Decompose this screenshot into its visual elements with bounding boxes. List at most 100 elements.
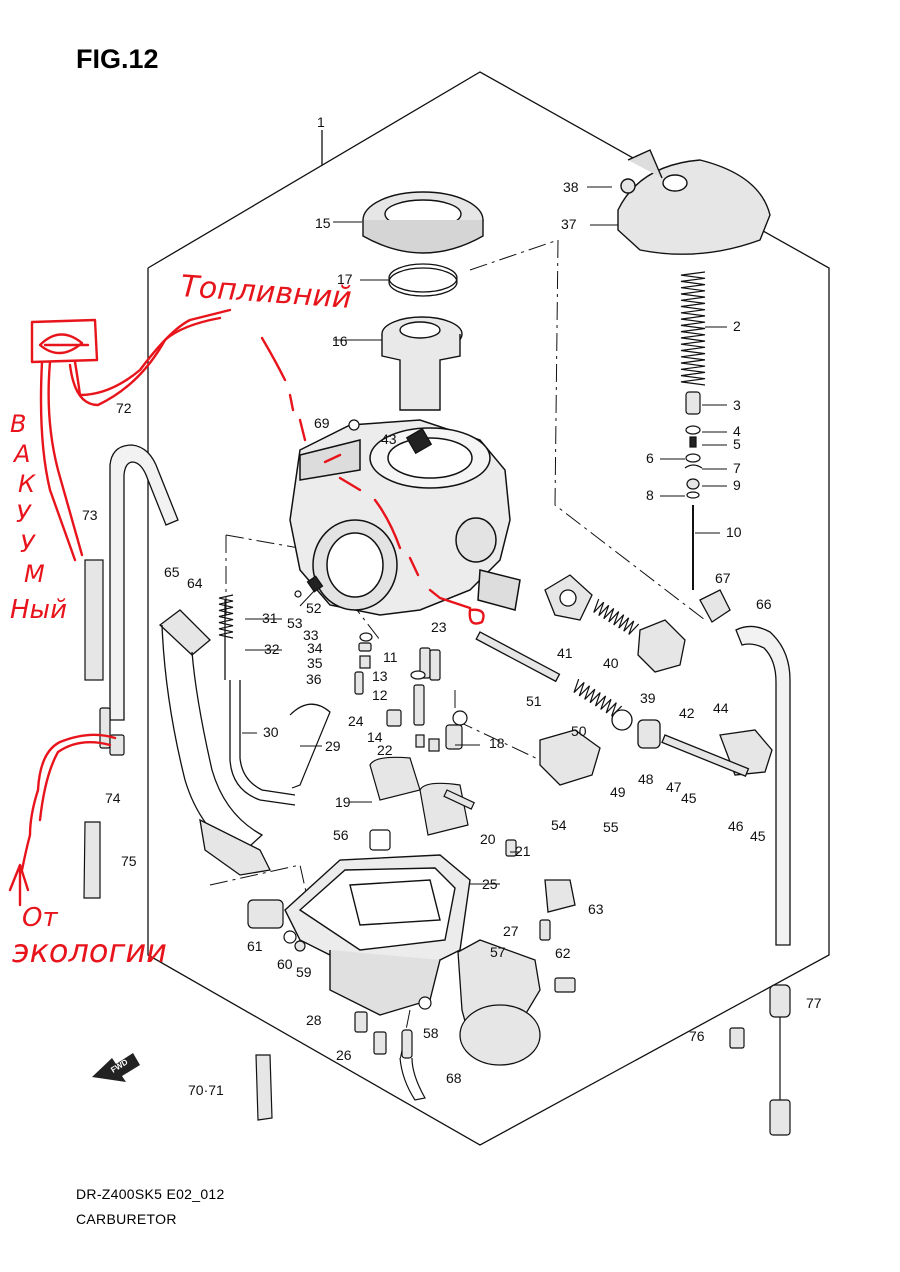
needle-spring xyxy=(680,271,706,386)
callout-15: 15 xyxy=(315,215,331,231)
callout-43: 43 xyxy=(381,431,397,447)
section-name: CARBURETOR xyxy=(76,1211,177,1227)
vacuum-letter: У xyxy=(20,530,36,558)
callout-16: 16 xyxy=(332,333,348,349)
vacuum-letter: М xyxy=(24,560,45,588)
callout-74: 74 xyxy=(105,790,121,806)
callout-39: 39 xyxy=(640,690,656,706)
callout-24: 24 xyxy=(348,713,364,729)
callout-73: 73 xyxy=(82,507,98,523)
callout-70-71: 70·71 xyxy=(188,1082,224,1098)
callout-4: 4 xyxy=(733,423,741,439)
retaining-ring xyxy=(388,263,458,297)
callout-32: 32 xyxy=(264,641,280,657)
fwd-arrow: FWD xyxy=(92,1053,140,1082)
callout-6: 6 xyxy=(646,450,654,466)
callout-45-b: 45 xyxy=(750,828,766,844)
callout-20: 20 xyxy=(480,831,496,847)
callout-44: 44 xyxy=(713,700,729,716)
callout-12: 12 xyxy=(372,687,388,703)
callout-75: 75 xyxy=(121,853,137,869)
callout-3: 3 xyxy=(733,397,741,413)
callout-48: 48 xyxy=(638,771,654,787)
callout-57: 57 xyxy=(490,944,506,960)
figure-title: FIG.12 xyxy=(76,44,159,74)
hose-72 xyxy=(109,444,179,721)
vacuum-suffix: Ный xyxy=(10,595,67,625)
callout-28: 28 xyxy=(306,1012,322,1028)
callout-34: 34 xyxy=(307,640,323,656)
callout-50: 50 xyxy=(571,723,587,739)
callout-77: 77 xyxy=(806,995,822,1011)
vacuum-letter: В xyxy=(10,410,26,438)
from-annotation: От xyxy=(22,903,58,933)
callout-29: 29 xyxy=(325,738,341,754)
callout-33: 33 xyxy=(303,627,319,643)
callout-leaders xyxy=(242,186,727,885)
red-annotations xyxy=(8,308,485,907)
callout-66: 66 xyxy=(756,596,772,612)
callout-40: 40 xyxy=(603,655,619,671)
callout-38: 38 xyxy=(563,179,579,195)
callout-72: 72 xyxy=(116,400,132,416)
callout-21: 21 xyxy=(515,843,531,859)
callout-67: 67 xyxy=(715,570,731,586)
assembly-boundary xyxy=(147,71,830,1146)
callout-76: 76 xyxy=(689,1028,705,1044)
vacuum-letter: У xyxy=(16,500,32,528)
callout-1: 1 xyxy=(317,114,325,130)
callout-52: 52 xyxy=(306,600,322,616)
callout-23: 23 xyxy=(431,619,447,635)
callout-49: 49 xyxy=(610,784,626,800)
callout-54: 54 xyxy=(551,817,567,833)
float-bowl xyxy=(284,854,471,1016)
callout-46: 46 xyxy=(728,818,744,834)
callout-53: 53 xyxy=(287,615,303,631)
callout-55: 55 xyxy=(603,819,619,835)
callout-47: 47 xyxy=(666,779,682,795)
spring-40 xyxy=(593,598,640,635)
callout-41: 41 xyxy=(557,645,573,661)
callout-65: 65 xyxy=(164,564,180,580)
vacuum-letter: А xyxy=(12,440,30,468)
callout-22: 22 xyxy=(377,742,393,758)
callout-35: 35 xyxy=(307,655,323,671)
throttle-cable-boot xyxy=(158,609,271,876)
callout-18: 18 xyxy=(489,735,505,751)
callout-31: 31 xyxy=(262,610,278,626)
right-side-parts xyxy=(457,574,773,1066)
callout-61: 61 xyxy=(247,938,263,954)
callout-45: 45 xyxy=(681,790,697,806)
callout-25: 25 xyxy=(482,876,498,892)
callout-51: 51 xyxy=(526,693,542,709)
callout-59: 59 xyxy=(296,964,312,980)
callout-60: 60 xyxy=(277,956,293,972)
callout-7: 7 xyxy=(733,460,741,476)
vacuum-letter: К xyxy=(18,470,36,498)
ecology-annotation: экологии xyxy=(12,932,167,970)
callout-42: 42 xyxy=(679,705,695,721)
callout-27: 27 xyxy=(503,923,519,939)
callout-58: 58 xyxy=(423,1025,439,1041)
hose-66 xyxy=(735,625,791,946)
callout-63: 63 xyxy=(588,901,604,917)
spring-31 xyxy=(218,594,234,639)
callout-37: 37 xyxy=(561,216,577,232)
callout-62: 62 xyxy=(555,945,571,961)
needle-parts xyxy=(684,391,703,590)
callout-5: 5 xyxy=(733,436,741,452)
cable-30 xyxy=(224,600,296,806)
top-cover xyxy=(617,149,771,255)
callout-8: 8 xyxy=(646,487,654,503)
callout-9: 9 xyxy=(733,477,741,493)
callout-64: 64 xyxy=(187,575,203,591)
carburetor-body xyxy=(289,419,521,616)
fuel-annotation: Топливний xyxy=(179,269,352,316)
callout-68: 68 xyxy=(446,1070,462,1086)
callout-69: 69 xyxy=(314,415,330,431)
piston-valve xyxy=(381,316,463,411)
callout-10: 10 xyxy=(726,524,742,540)
